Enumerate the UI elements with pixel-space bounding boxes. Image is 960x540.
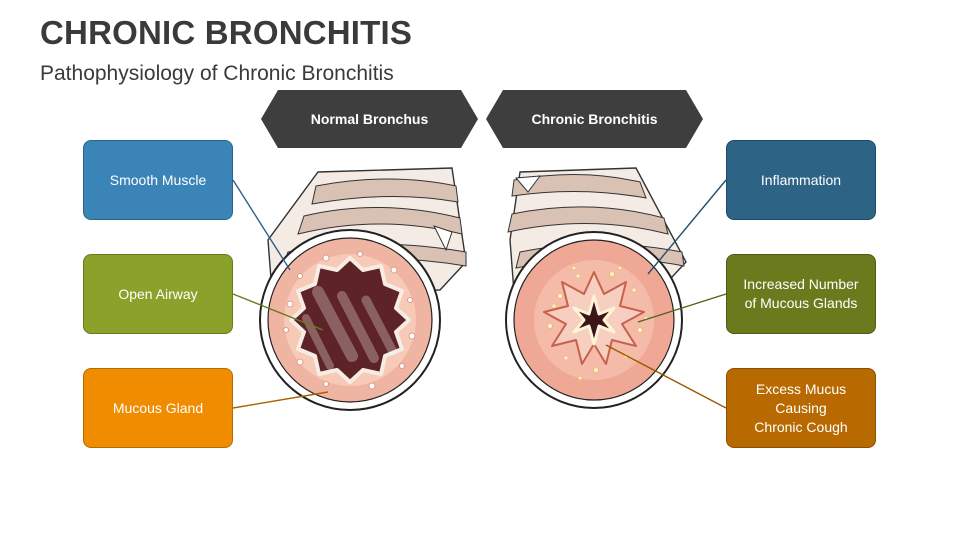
inflammation-label-box: Inflammation [726,140,876,220]
normal-bronchus-banner-label: Normal Bronchus [310,111,429,127]
mucous-gland-label-box: Mucous Gland [83,368,233,448]
open-airway-lumen [289,256,411,384]
excess-mucus-label: Excess Mucus Causing Chronic Cough [754,380,848,435]
normal-bronchus-cross-section [259,229,441,411]
page-title: CHRONIC BRONCHITIS [40,14,413,51]
excess-mucus-label-box: Excess Mucus Causing Chronic Cough [726,368,876,448]
open-airway-label-box: Open Airway [83,254,233,334]
connector-lines [232,179,727,409]
open-airway-label: Open Airway [118,285,198,302]
chronic-bronchitis-cross-section [505,231,683,409]
smooth-muscle-label-box: Smooth Muscle [83,140,233,220]
chronic-bronchitis-banner: Chronic Bronchitis [486,90,703,148]
increased-glands-label-box: Increased Number of Mucous Glands [726,254,876,334]
inflammation-label: Inflammation [760,171,842,188]
increased-glands-label: Increased Number of Mucous Glands [743,276,859,311]
chronic-bronchitis-banner-label: Chronic Bronchitis [531,111,658,127]
normal-bronchus-banner: Normal Bronchus [261,90,478,148]
mucous-gland-label: Mucous Gland [112,399,204,416]
page-subtitle: Pathophysiology of Chronic Bronchitis [40,62,394,85]
narrowed-airway-lumen [572,294,616,346]
smooth-muscle-label: Smooth Muscle [109,171,207,188]
